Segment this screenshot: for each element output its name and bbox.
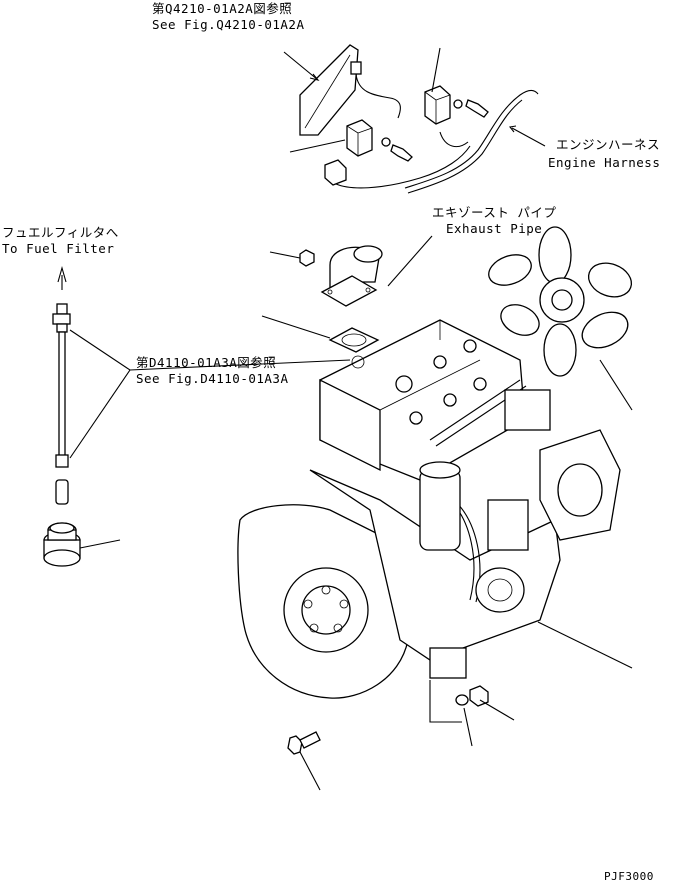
fuel-line-parts (43, 265, 81, 567)
leader-lines (69, 47, 633, 791)
fuel-filter-en: To Fuel Filter (2, 241, 115, 256)
exhaust-pipe (299, 245, 383, 307)
engine-harness-en: Engine Harness (548, 155, 661, 170)
exhaust-pipe-en: Exhaust Pipe (446, 221, 543, 236)
cooling-fan (488, 226, 633, 411)
relay-lower (324, 119, 471, 189)
exhaust-gasket (328, 327, 380, 353)
exhaust-pipe-ja: エキゾースト パイプ (432, 205, 557, 220)
relay-upper (424, 85, 489, 125)
engine-harness (404, 89, 539, 194)
engine-ref-en: See Fig.D4110-01A3A (136, 371, 289, 386)
bottom-nuts (455, 685, 489, 707)
engine-ref-ja: 第D4110-01A3A図参照 (136, 355, 277, 370)
fuel-filter-ja: フュエルフィルタへ (2, 225, 119, 240)
harness-ref-en: See Fig.Q4210-01A2A (152, 17, 305, 32)
bottom-bolt (287, 731, 321, 755)
harness-ref-ja: 第Q4210-01A2A図参照 (152, 1, 293, 16)
engine-harness-ja: エンジンハーネス (556, 137, 661, 152)
harness-bracket (299, 44, 401, 136)
drawing-code: PJF3000 (604, 870, 654, 883)
engine-block (237, 319, 621, 699)
